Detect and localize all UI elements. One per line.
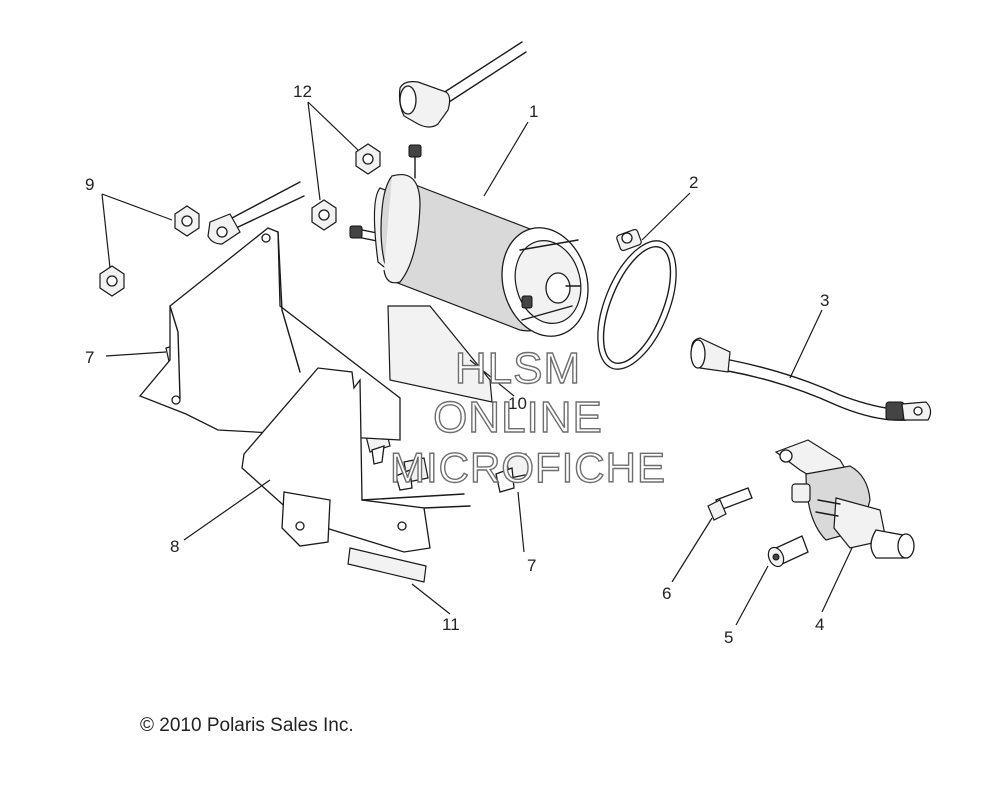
callout-1: 1 [529,102,538,121]
callout-8: 8 [170,537,179,556]
callout-10: 10 [508,394,527,413]
callout-9: 9 [85,175,94,194]
watermark-line-3: MICROFICHE [390,444,666,491]
callout-12: 12 [293,82,312,101]
battery-cable [398,41,527,128]
pad [387,305,493,403]
copyright-notice: © 2010 Polaris Sales Inc. [140,715,354,736]
watermark-line-2: ONLINE [433,393,603,442]
leader-lines [101,101,853,626]
nut [99,205,200,297]
hose-clamp [597,228,677,370]
watermark: HLSM ONLINE MICROFICHE [389,343,666,491]
strip [347,547,427,583]
nut [311,143,381,231]
watermark-line-1: HLSM [455,344,581,393]
starter-drive [774,439,915,559]
bolt [707,487,753,521]
callout-7: 7 [85,348,94,367]
starter-cable [690,337,932,421]
callout-3: 3 [820,291,829,310]
callout-11: 11 [442,615,460,634]
callout-7: 7 [527,556,536,575]
callout-labels: 1 2 3 4 5 6 7 7 8 9 10 11 12 [85,82,829,647]
callout-2: 2 [689,173,698,192]
callout-6: 6 [662,584,671,603]
starter-motor [349,144,589,337]
cap-screw [767,535,809,568]
ground-cable [207,181,305,245]
callout-4: 4 [815,615,824,634]
mounting-bracket [138,227,471,553]
callout-5: 5 [724,628,733,647]
